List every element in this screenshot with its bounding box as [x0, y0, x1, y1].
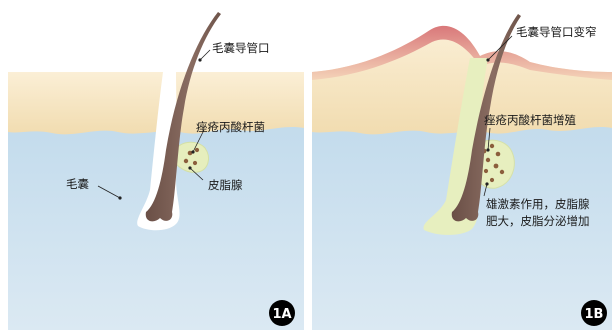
- panel-b: 毛囊导管口变窄 痤疮丙酸杆菌增殖 雄激素作用，皮脂腺 肥大，皮脂分泌增加 1B: [312, 14, 612, 330]
- leader-dot: [485, 182, 489, 186]
- badge-1b-text: 1B: [585, 307, 604, 322]
- leader-dot: [198, 58, 202, 62]
- badge-1a: 1A: [269, 300, 295, 326]
- bacterium: [187, 150, 193, 156]
- bacterium: [192, 160, 198, 166]
- leader-line: [189, 167, 204, 181]
- panel-b-hair-shaft: [451, 14, 521, 222]
- label-androgen-line2: 肥大，皮脂分泌增加: [486, 214, 590, 228]
- label-orifice-narrowing: 毛囊导管口变窄: [516, 25, 597, 39]
- label-follicle-orifice: 毛囊导管口: [212, 41, 270, 55]
- panel-a-sebaceous-gland: [174, 141, 209, 173]
- leader-dot: [118, 196, 122, 200]
- bacterium: [194, 147, 200, 153]
- leader-line: [487, 127, 491, 151]
- bacterium: [499, 169, 505, 175]
- panel-a-bacteria: [183, 147, 200, 166]
- bacterium: [493, 163, 499, 169]
- bacterium: [483, 168, 489, 174]
- leader-line: [199, 49, 211, 61]
- bacterium: [489, 143, 495, 149]
- panel-a-hair-shaft: [145, 12, 221, 222]
- label-androgen-line1: 雄激素作用，皮脂腺: [486, 197, 590, 211]
- bacterium: [183, 158, 189, 164]
- panel-divider: [304, 0, 312, 330]
- leader-dot: [486, 58, 490, 62]
- panel-b-inflamed-bump: [312, 25, 612, 80]
- leader-line: [97, 185, 121, 199]
- label-bacteria-proliferation: 痤疮丙酸杆菌增殖: [484, 113, 576, 127]
- badge-1b: 1B: [581, 300, 607, 326]
- bacterium: [489, 177, 495, 183]
- leader-dot: [188, 166, 192, 170]
- panel-a-epidermis: [8, 72, 304, 135]
- leader-dot: [486, 148, 490, 152]
- label-sebaceous-gland: 皮脂腺: [208, 178, 243, 192]
- leader-line: [483, 183, 488, 197]
- badge-1a-text: 1A: [272, 307, 291, 322]
- label-acne-bacteria: 痤疮丙酸杆菌: [196, 120, 265, 134]
- leader-line: [192, 129, 205, 153]
- bacterium: [485, 157, 491, 163]
- bacterium: [495, 151, 501, 157]
- leader-line: [487, 35, 513, 61]
- leader-dot: [191, 150, 195, 154]
- label-follicle: 毛囊: [66, 177, 89, 191]
- panel-a: 毛囊导管口 痤疮丙酸杆菌 皮脂腺 毛囊 1A: [8, 12, 304, 330]
- panel-b-epidermis: [312, 25, 612, 135]
